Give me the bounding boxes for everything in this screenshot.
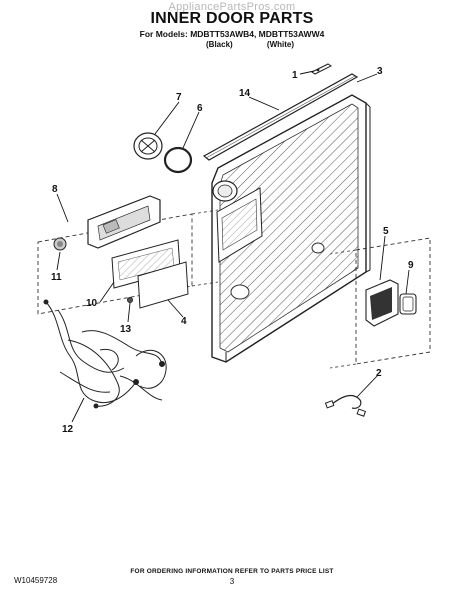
callout-11: 11	[51, 272, 62, 283]
page-number: 3	[229, 577, 235, 586]
model-numbers: For Models: MDBTT53AWB4, MDBTT53AWW4	[139, 29, 325, 39]
document-number: W10459728	[14, 576, 58, 585]
callout-12: 12	[62, 424, 74, 435]
callout-13: 13	[120, 324, 132, 335]
callout-10: 10	[86, 298, 98, 309]
callout-9: 9	[408, 260, 414, 271]
page-title: INNER DOOR PARTS	[150, 10, 314, 27]
vent-assembly-group	[329, 237, 431, 369]
color-variants: (Black) (White)	[206, 40, 294, 49]
dispenser-assembly-group	[37, 195, 219, 315]
callout-7: 7	[176, 92, 182, 103]
callout-3: 3	[377, 66, 383, 77]
callout-5: 5	[383, 226, 389, 237]
callout-14: 14	[239, 88, 251, 99]
cap-seal-ring	[163, 146, 193, 174]
leader-lines	[56, 70, 410, 423]
rinse-aid-cap	[133, 132, 163, 160]
callout-8: 8	[52, 184, 58, 195]
callout-2: 2	[376, 368, 382, 379]
callout-labels: 1 2 3 4 5 6 7 8 9 10 11 12 13 14	[51, 66, 414, 435]
ordering-note: FOR ORDERING INFORMATION REFER TO PARTS …	[130, 568, 334, 575]
hinge-bracket	[311, 63, 332, 75]
callout-1: 1	[292, 70, 298, 81]
color-white-label: (White)	[266, 40, 295, 49]
thermal-fuse-wire	[324, 394, 367, 417]
callout-6: 6	[197, 103, 203, 114]
wire-harness	[43, 299, 167, 409]
door-gasket-strip	[202, 73, 359, 161]
callout-4: 4	[181, 316, 187, 327]
inner-door-panel	[211, 94, 371, 363]
color-black-label: (Black)	[206, 40, 233, 49]
watermark: AppliancePartsPros.com	[168, 1, 296, 13]
